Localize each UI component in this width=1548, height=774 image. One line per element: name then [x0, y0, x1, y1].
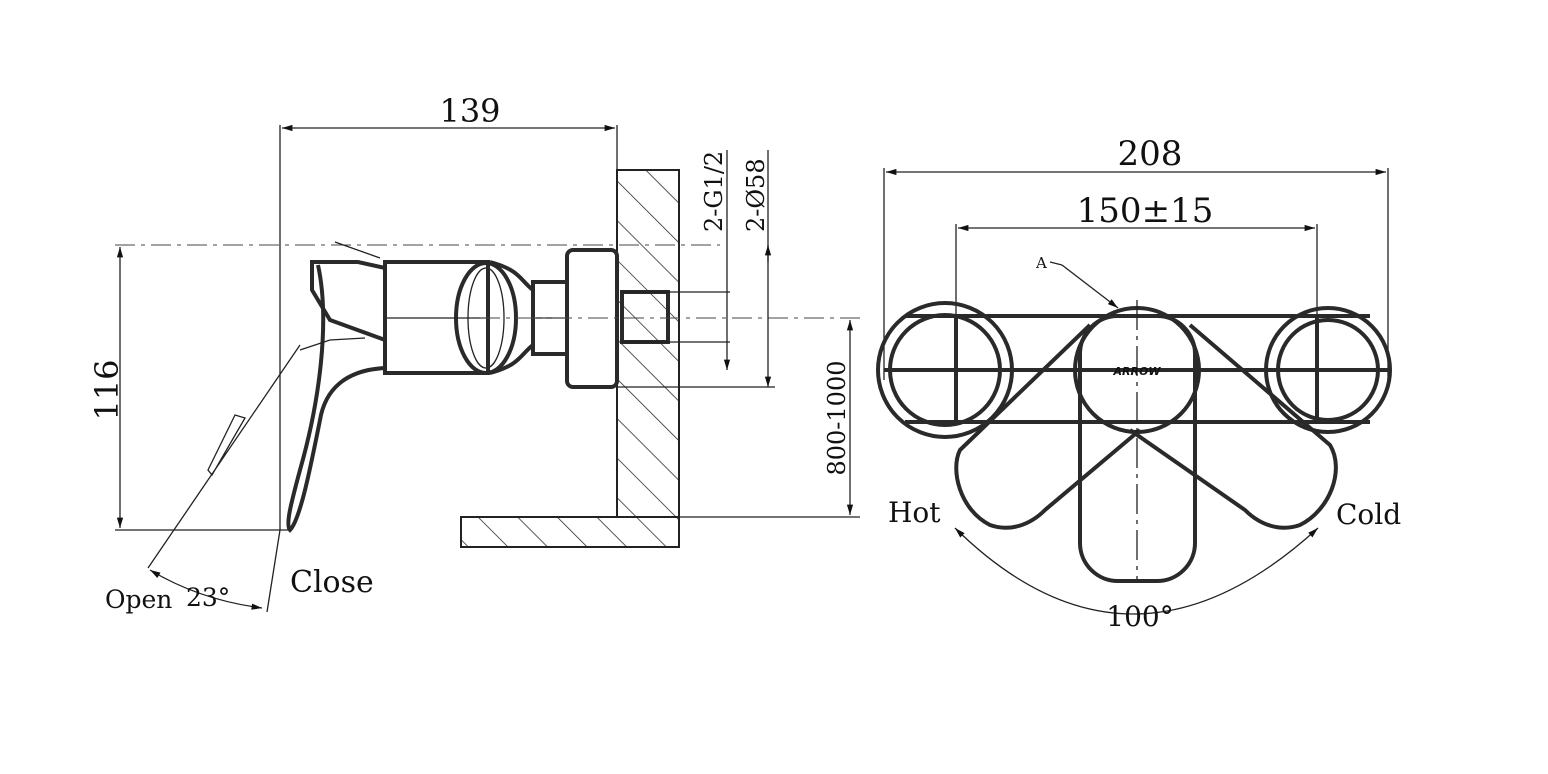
- hot-label: Hot: [888, 496, 941, 529]
- height-dimension: 116: [88, 244, 720, 531]
- brand-logo: ARROW: [1113, 365, 1162, 378]
- close-label: Close: [290, 565, 374, 600]
- detail-marker-label: A: [1035, 254, 1047, 272]
- open-angle-label: 23°: [186, 583, 230, 612]
- open-lever-outline: [147, 344, 301, 569]
- install-height-label: 800-1000: [823, 361, 851, 476]
- depth-dimension: 139: [279, 92, 618, 530]
- side-view: 139 116: [88, 92, 860, 614]
- rotation-angle-label: 100°: [1106, 600, 1173, 633]
- height-dim-label: 116: [88, 359, 126, 420]
- depth-dim-label: 139: [439, 92, 500, 130]
- faucet-front-body: ARROW: [876, 300, 1392, 583]
- open-label: Open: [105, 585, 172, 614]
- center-dim-label: 150±15: [1077, 191, 1214, 231]
- width-dim-label: 208: [1118, 134, 1183, 174]
- thread-label: 2-G1/2: [700, 151, 728, 232]
- flange-label: 2-Ø58: [742, 158, 770, 232]
- cold-label: Cold: [1336, 498, 1401, 531]
- faucet-side-body: [286, 241, 860, 533]
- floor-section: [460, 516, 680, 548]
- front-view: 208 150±15 ARROW A Hot Cold 100°: [876, 134, 1401, 633]
